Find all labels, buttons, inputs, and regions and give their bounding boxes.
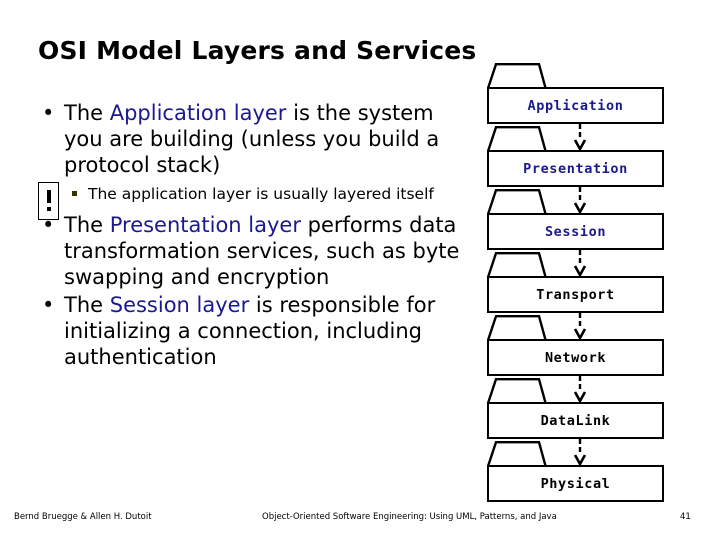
body-content: • The Application layer is the system you… bbox=[30, 100, 476, 372]
layer-flow-arrow-icon bbox=[572, 439, 588, 466]
bullet-text-segment: The bbox=[64, 101, 110, 125]
package-tab-icon bbox=[487, 188, 549, 215]
bullet-text: The application layer is usually layered… bbox=[88, 185, 434, 203]
package-tab-icon bbox=[487, 377, 549, 404]
package-tab-icon bbox=[487, 62, 549, 89]
layer-label: Network bbox=[544, 349, 607, 366]
package-tab-icon bbox=[487, 125, 549, 152]
layer-flow-arrow-icon bbox=[572, 124, 588, 151]
osi-layer-physical[interactable]: Physical bbox=[484, 440, 666, 503]
bullet-item: • The Presentation layer performs data tr… bbox=[30, 212, 476, 290]
bullet-text: The Presentation layer performs data tra… bbox=[64, 213, 459, 289]
layer-box[interactable]: Network bbox=[487, 339, 664, 376]
exclamation-stem bbox=[46, 190, 51, 203]
bullet-text-segment: is the system you are building (unless y… bbox=[64, 101, 440, 177]
osi-layer-session[interactable]: Session bbox=[484, 188, 666, 277]
bullet-text: The Session layer is responsible for ini… bbox=[64, 293, 435, 369]
layer-label: Physical bbox=[540, 475, 611, 492]
layer-label: Presentation bbox=[523, 160, 628, 177]
bullet-marker: • bbox=[42, 293, 55, 317]
layer-flow-arrow-icon bbox=[572, 187, 588, 214]
osi-layer-transport[interactable]: Transport bbox=[484, 251, 666, 340]
package-tab-icon bbox=[487, 314, 549, 341]
layer-box[interactable]: Physical bbox=[487, 465, 664, 502]
layer-label: DataLink bbox=[540, 412, 611, 429]
layer-box[interactable]: Transport bbox=[487, 276, 664, 313]
sub-bullet-marker bbox=[72, 191, 77, 196]
osi-layer-network[interactable]: Network bbox=[484, 314, 666, 403]
bullet-text: The Application layer is the system you … bbox=[64, 101, 439, 177]
layer-box[interactable]: DataLink bbox=[487, 402, 664, 439]
page-title: OSI Model Layers and Services bbox=[38, 36, 477, 65]
bullet-text-segment: The bbox=[64, 213, 110, 237]
sub-bullet-item: The application layer is usually layered… bbox=[30, 182, 476, 220]
package-tab-icon bbox=[487, 251, 549, 278]
bullet-text-segment: is responsible for initializing a connec… bbox=[64, 293, 436, 369]
bullet-text-segment: The application layer is usually layered… bbox=[88, 185, 434, 203]
layer-box[interactable]: Session bbox=[487, 213, 664, 250]
highlighted-term: Application layer bbox=[109, 101, 287, 125]
bullet-text-segment: performs data transformation services, s… bbox=[64, 213, 460, 289]
bullet-item: • The Application layer is the system you… bbox=[30, 100, 476, 178]
osi-layer-application[interactable]: Application bbox=[484, 62, 666, 151]
exclamation-dot bbox=[46, 207, 51, 211]
bullet-item: • The Session layer is responsible for in… bbox=[30, 292, 476, 370]
bullet-text-segment: The bbox=[64, 293, 110, 317]
highlighted-term: Presentation layer bbox=[109, 213, 301, 237]
layer-flow-arrow-icon bbox=[572, 250, 588, 277]
osi-layer-presentation[interactable]: Presentation bbox=[484, 125, 666, 214]
slide-footer: Bernd Bruegge & Allen H. Dutoit Object-O… bbox=[0, 512, 720, 530]
layer-box[interactable]: Presentation bbox=[487, 150, 664, 187]
bullet-marker: • bbox=[42, 213, 55, 237]
footer-page-number: 41 bbox=[680, 512, 691, 522]
osi-layer-datalink[interactable]: DataLink bbox=[484, 377, 666, 466]
layer-flow-arrow-icon bbox=[572, 376, 588, 403]
highlighted-term: Session layer bbox=[109, 293, 250, 317]
exclamation-callout-icon bbox=[38, 182, 59, 220]
layer-flow-arrow-icon bbox=[572, 313, 588, 340]
footer-author: Bernd Bruegge & Allen H. Dutoit bbox=[14, 512, 152, 522]
layer-box[interactable]: Application bbox=[487, 87, 664, 124]
layer-label: Session bbox=[544, 223, 607, 240]
layer-label: Transport bbox=[536, 286, 615, 303]
package-tab-icon bbox=[487, 440, 549, 467]
footer-book-title: Object-Oriented Software Engineering: Us… bbox=[262, 512, 557, 522]
bullet-marker: • bbox=[42, 101, 55, 125]
layer-label: Application bbox=[527, 97, 624, 114]
